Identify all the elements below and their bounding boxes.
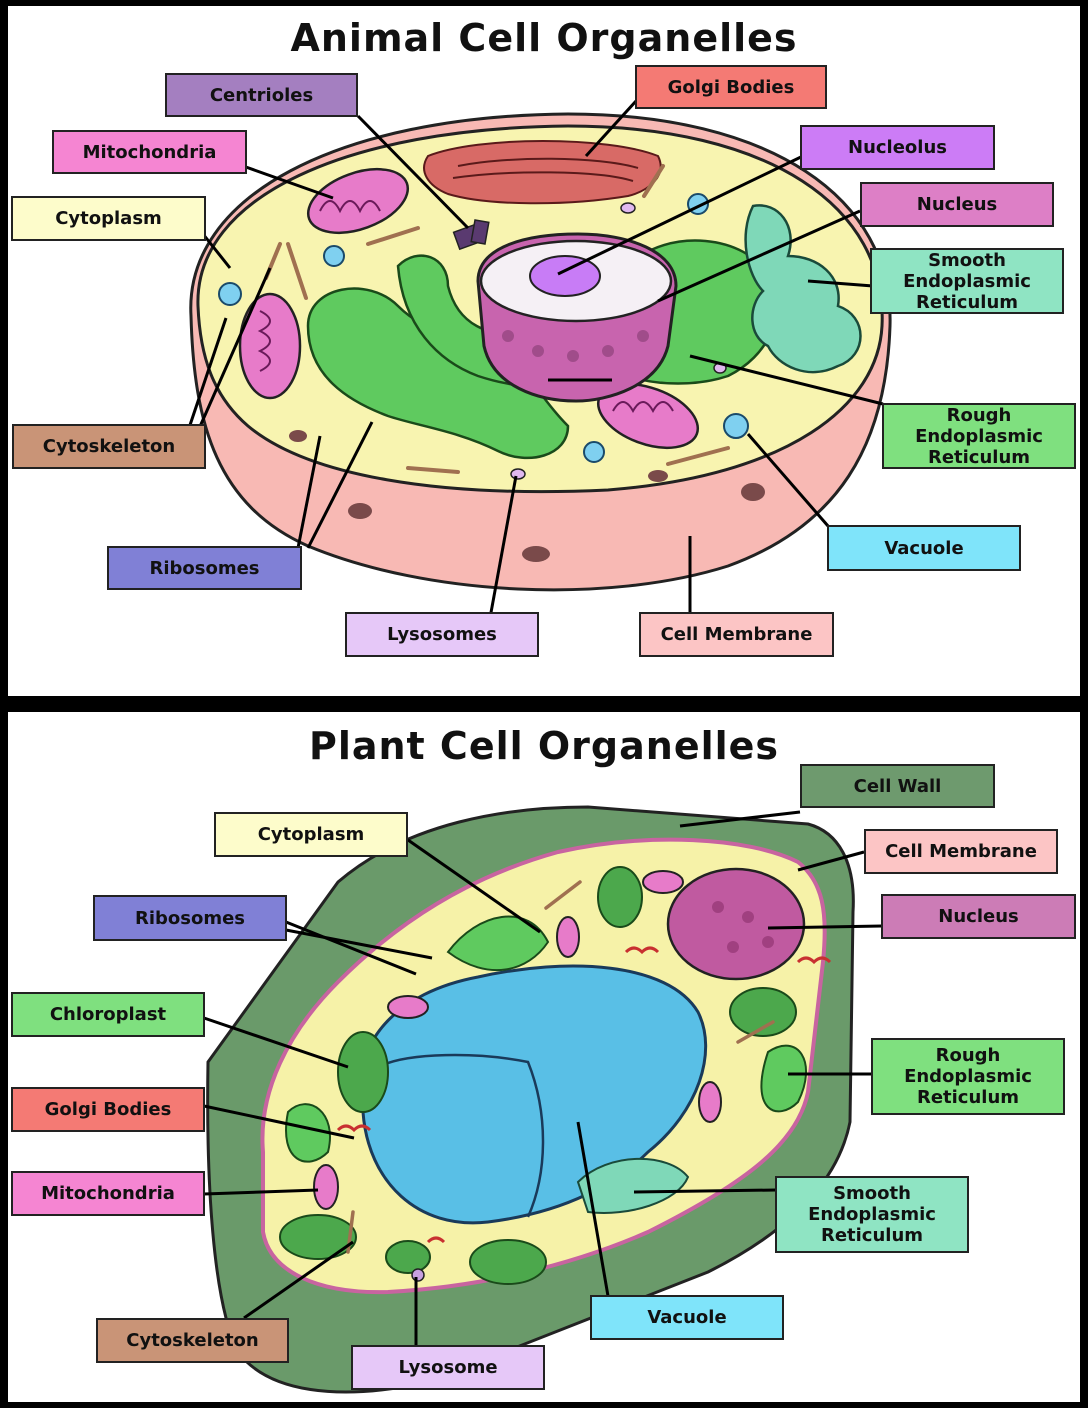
label-plant-cytoplasm: Cytoplasm — [214, 812, 408, 857]
label-centrioles: Centrioles — [165, 73, 358, 117]
label-plant-golgi-bodies: Golgi Bodies — [11, 1087, 205, 1132]
label-plant-rough-er: Rough Endoplasmic Reticulum — [871, 1038, 1065, 1115]
label-lysosomes: Lysosomes — [345, 612, 539, 657]
label-rough-er: Rough Endoplasmic Reticulum — [882, 403, 1076, 469]
plant-cell-panel: Plant Cell Organelles — [8, 712, 1080, 1402]
mitochondrion-2 — [240, 294, 300, 398]
label-mitochondria: Mitochondria — [52, 130, 247, 174]
label-cytoplasm: Cytoplasm — [11, 196, 206, 241]
golgi-body — [424, 141, 661, 203]
label-nucleolus: Nucleolus — [800, 125, 995, 170]
label-nucleus: Nucleus — [860, 182, 1054, 227]
label-plant-cytoskeleton: Cytoskeleton — [96, 1318, 289, 1363]
label-plant-ribosomes: Ribosomes — [93, 895, 287, 941]
label-plant-nucleus: Nucleus — [881, 894, 1076, 939]
nucleus — [478, 234, 676, 401]
label-cytoskeleton: Cytoskeleton — [12, 424, 206, 469]
label-cell-membrane: Cell Membrane — [639, 612, 834, 657]
animal-cell-panel: Animal Cell Organelles — [8, 6, 1080, 696]
label-ribosomes: Ribosomes — [107, 546, 302, 590]
label-plant-vacuole: Vacuole — [590, 1295, 784, 1340]
label-plant-mitochondria: Mitochondria — [11, 1171, 205, 1216]
label-lysosome: Lysosome — [351, 1345, 545, 1390]
label-golgi-bodies: Golgi Bodies — [635, 65, 827, 109]
label-plant-cell-membrane: Cell Membrane — [864, 829, 1058, 874]
plant-nucleus — [668, 869, 804, 979]
plant-lysosome-dot — [412, 1269, 424, 1281]
label-cell-wall: Cell Wall — [800, 764, 995, 808]
label-plant-smooth-er: Smooth Endoplasmic Reticulum — [775, 1176, 969, 1253]
label-vacuole: Vacuole — [827, 525, 1021, 571]
label-chloroplast: Chloroplast — [11, 992, 205, 1037]
label-smooth-er: Smooth Endoplasmic Reticulum — [870, 248, 1064, 314]
